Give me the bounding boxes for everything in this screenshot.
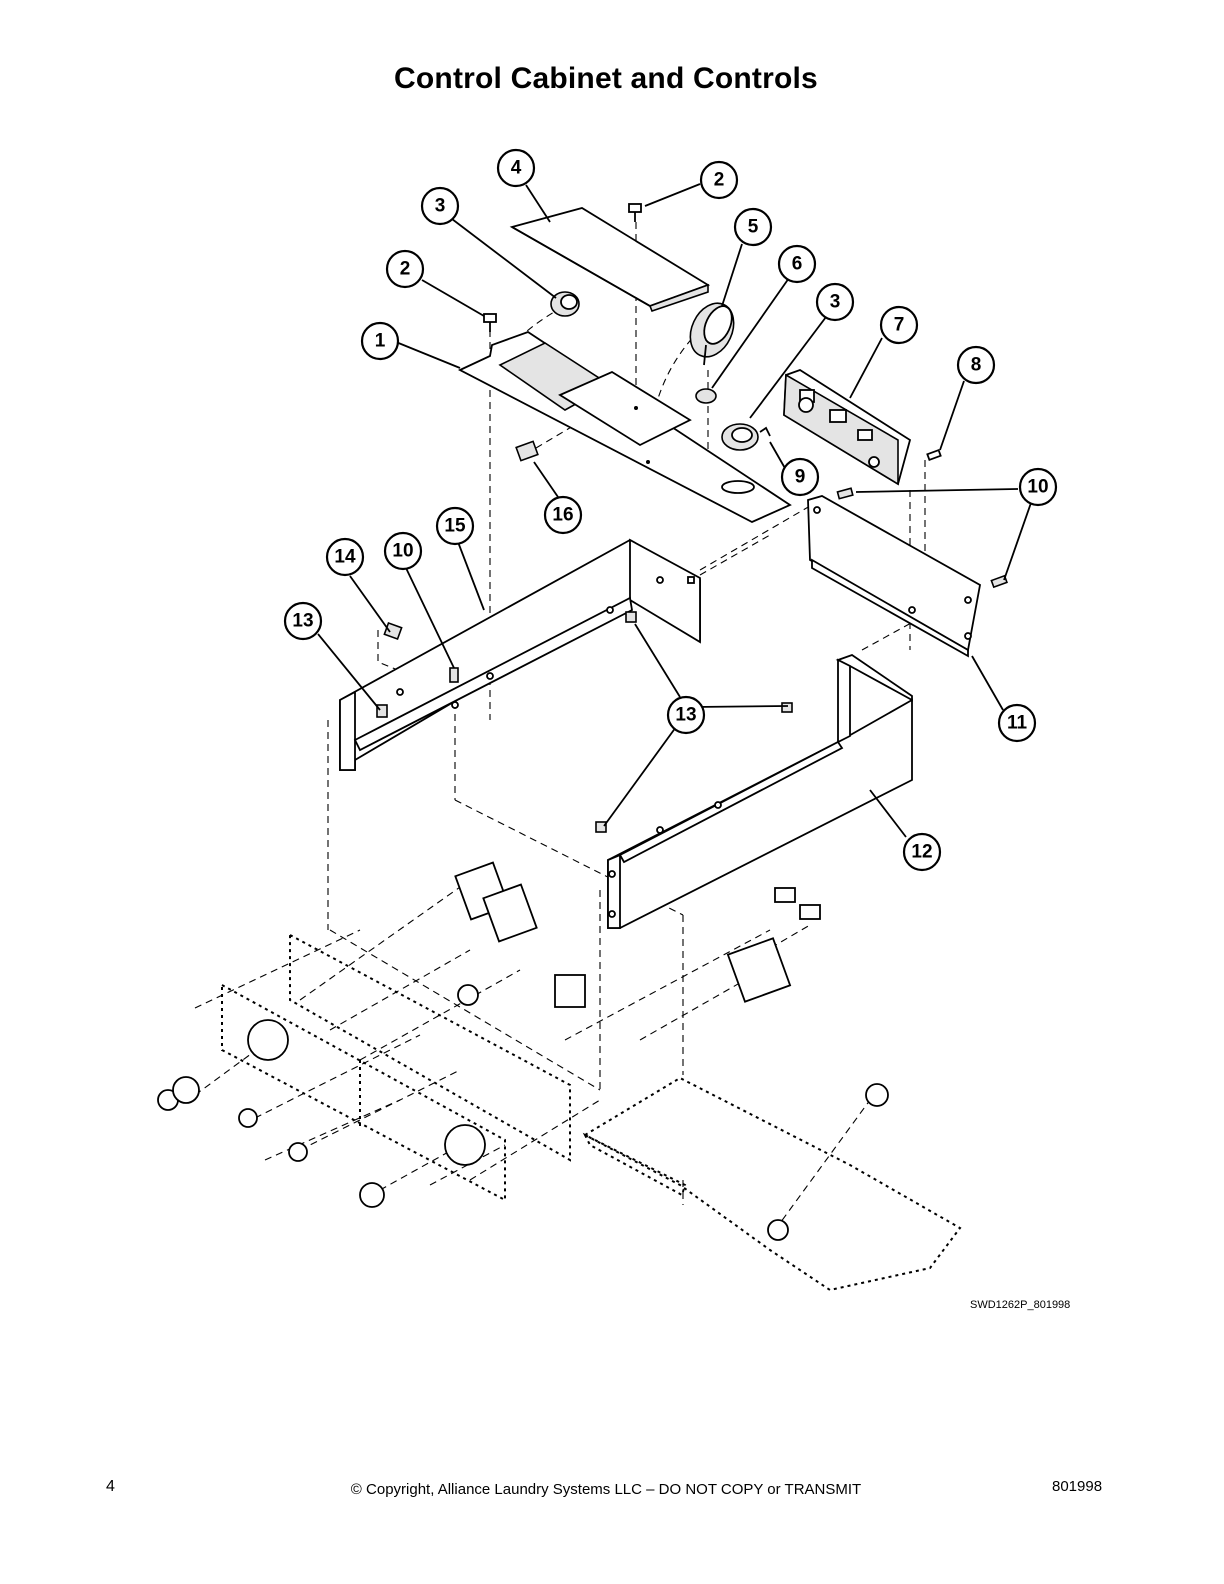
part-nut-channel bbox=[625, 611, 637, 623]
part-screw-bracket-bottom bbox=[990, 574, 1008, 589]
callout-label: 10 bbox=[1027, 477, 1048, 498]
callout-10-right: 10 bbox=[1018, 467, 1058, 507]
reference-timer-motors bbox=[454, 861, 586, 1008]
callout-12: 12 bbox=[902, 832, 942, 872]
part-control-panel bbox=[457, 331, 792, 523]
document-number: 801998 bbox=[1052, 1478, 1103, 1495]
part-wire-clip bbox=[383, 621, 403, 641]
callout-3-left: 3 bbox=[420, 186, 460, 226]
part-nut-left bbox=[376, 704, 388, 718]
callout-label: 16 bbox=[552, 505, 573, 526]
callout-label: 12 bbox=[911, 842, 932, 863]
page-number: 4 bbox=[106, 1478, 115, 1495]
callout-label: 4 bbox=[511, 158, 522, 179]
callout-label: 14 bbox=[334, 547, 356, 568]
part-left-cabinet-channel bbox=[339, 538, 701, 771]
callout-label: 13 bbox=[292, 611, 313, 632]
part-nut-front-channel bbox=[595, 821, 607, 833]
callout-2-left: 2 bbox=[385, 249, 425, 289]
callout-16: 16 bbox=[543, 495, 583, 535]
callout-6: 6 bbox=[777, 244, 817, 284]
callout-9: 9 bbox=[780, 457, 820, 497]
reference-front-panel bbox=[221, 983, 506, 1202]
part-grommet bbox=[695, 388, 717, 404]
callout-11: 11 bbox=[997, 703, 1037, 743]
part-screw-bracket-top bbox=[836, 487, 854, 500]
part-mounting-bracket bbox=[807, 495, 982, 658]
callout-label: 1 bbox=[375, 331, 386, 352]
callout-label: 13 bbox=[675, 705, 696, 726]
callout-15: 15 bbox=[435, 506, 475, 546]
part-cover-plate bbox=[509, 207, 711, 313]
callout-label: 6 bbox=[792, 254, 803, 275]
callout-4: 4 bbox=[496, 148, 536, 188]
part-screw-left bbox=[483, 313, 497, 332]
part-timer-dial bbox=[689, 302, 735, 366]
callout-label: 2 bbox=[400, 259, 411, 280]
callout-13-center: 13 bbox=[666, 695, 706, 735]
callout-2-upper: 2 bbox=[699, 160, 739, 200]
part-control-board bbox=[783, 369, 912, 486]
part-front-cabinet-channel bbox=[607, 653, 913, 929]
part-bushing-left bbox=[550, 291, 580, 317]
callout-5: 5 bbox=[733, 207, 773, 247]
part-screw-upper bbox=[628, 203, 642, 222]
callout-label: 8 bbox=[971, 355, 982, 376]
callout-10-left: 10 bbox=[383, 531, 423, 571]
callout-1: 1 bbox=[360, 321, 400, 361]
reference-right-controls bbox=[726, 887, 821, 1003]
part-screw-channel bbox=[449, 667, 459, 683]
callout-label: 3 bbox=[435, 196, 446, 217]
callout-label: 7 bbox=[894, 315, 905, 336]
page-title: Control Cabinet and Controls bbox=[394, 62, 818, 95]
copyright-notice: © Copyright, Alliance Laundry Systems LL… bbox=[350, 1481, 862, 1498]
part-bushing-right bbox=[721, 423, 759, 451]
callout-label: 10 bbox=[392, 541, 413, 562]
callout-label: 15 bbox=[444, 516, 466, 537]
callout-label: 5 bbox=[748, 217, 759, 238]
part-screw-board bbox=[926, 448, 942, 462]
part-clip bbox=[515, 440, 539, 462]
part-wire bbox=[759, 426, 771, 437]
drawing-id: SWD1262P_801998 bbox=[970, 1299, 1071, 1311]
callout-3-right: 3 bbox=[815, 282, 855, 322]
reference-knobs bbox=[157, 1076, 889, 1208]
callout-8: 8 bbox=[956, 345, 996, 385]
callout-label: 2 bbox=[714, 170, 725, 191]
callout-13-left: 13 bbox=[283, 601, 323, 641]
callout-14: 14 bbox=[325, 537, 365, 577]
callout-label: 11 bbox=[1007, 713, 1028, 734]
reference-base-plate bbox=[582, 1076, 962, 1292]
callout-7: 7 bbox=[879, 305, 919, 345]
callout-label: 3 bbox=[830, 292, 841, 313]
reference-rear-panel bbox=[289, 933, 571, 1162]
part-nut-right-channel bbox=[781, 702, 793, 713]
callout-leaders bbox=[317, 183, 1033, 838]
callout-label: 9 bbox=[795, 467, 806, 488]
